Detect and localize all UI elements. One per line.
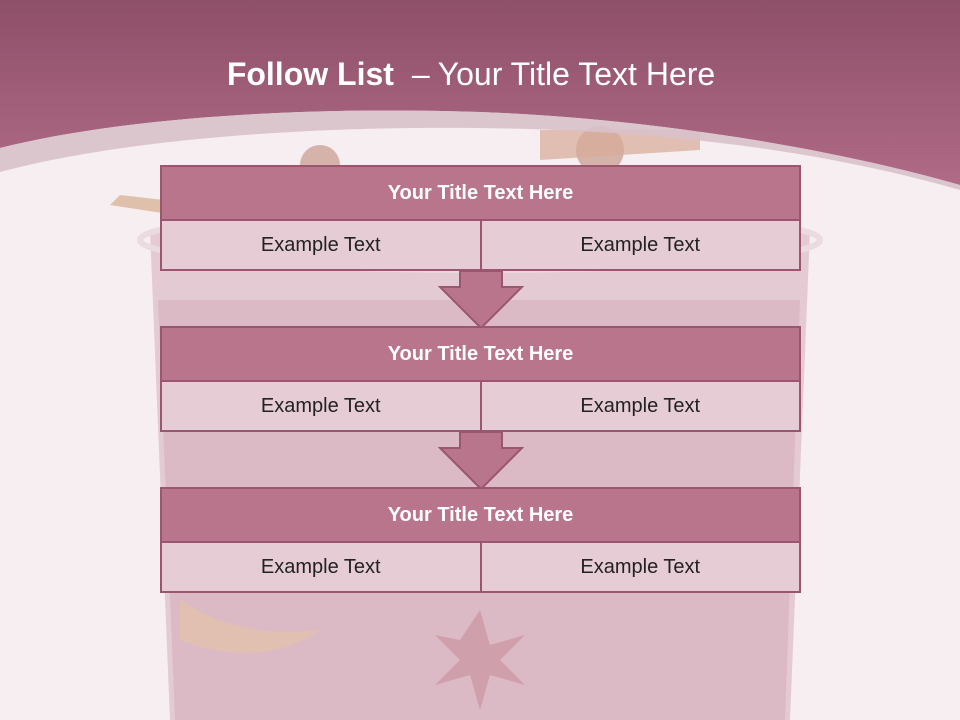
block-cell-right: Example Text bbox=[481, 221, 801, 271]
block-title: Your Title Text Here bbox=[160, 165, 801, 221]
follow-block-2: Your Title Text Here Example Text Exampl… bbox=[160, 326, 801, 432]
block-cell-right: Example Text bbox=[481, 543, 801, 593]
down-arrow-icon bbox=[438, 271, 524, 329]
block-cell-left: Example Text bbox=[160, 221, 482, 271]
follow-block-3: Your Title Text Here Example Text Exampl… bbox=[160, 487, 801, 593]
block-title: Your Title Text Here bbox=[160, 326, 801, 382]
block-cell-left: Example Text bbox=[160, 382, 482, 432]
follow-block-1: Your Title Text Here Example Text Exampl… bbox=[160, 165, 801, 271]
title-dash: – bbox=[411, 56, 430, 92]
header-band bbox=[0, 0, 960, 190]
title-rest: Your Title Text Here bbox=[437, 56, 716, 92]
down-arrow-icon bbox=[438, 432, 524, 490]
block-cell-right: Example Text bbox=[481, 382, 801, 432]
slide-title: Follow List–Your Title Text Here bbox=[0, 56, 942, 93]
block-row: Example Text Example Text bbox=[160, 543, 801, 593]
block-row: Example Text Example Text bbox=[160, 221, 801, 271]
block-cell-left: Example Text bbox=[160, 543, 482, 593]
block-title: Your Title Text Here bbox=[160, 487, 801, 543]
block-row: Example Text Example Text bbox=[160, 382, 801, 432]
title-bold: Follow List bbox=[226, 56, 394, 92]
